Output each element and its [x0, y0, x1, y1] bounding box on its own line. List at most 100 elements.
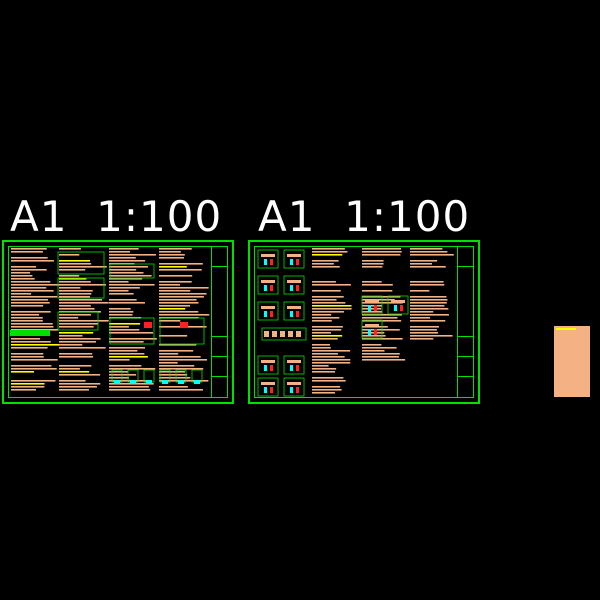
cad-mark: [159, 305, 191, 307]
cad-mark: [362, 353, 400, 355]
cad-mark: [109, 323, 141, 325]
cad-mark: [362, 263, 384, 265]
cad-mark: [261, 382, 275, 385]
cad-mark: [59, 305, 91, 307]
cad-mark: [109, 371, 129, 373]
cad-mark: [109, 359, 130, 361]
cad-mark: [410, 254, 454, 256]
side-notes-panel[interactable]: [554, 326, 590, 397]
cad-mark: [162, 380, 168, 384]
cad-mark: [159, 287, 209, 289]
cad-mark: [59, 278, 87, 280]
cad-mark: [59, 380, 86, 382]
cad-mark: [59, 287, 81, 289]
cad-mark: [362, 329, 400, 331]
cad-mark: [312, 344, 330, 346]
cad-mark: [11, 257, 48, 259]
cad-mark: [410, 326, 439, 328]
cad-mark: [290, 387, 293, 393]
cad-mark: [296, 331, 301, 337]
cad-mark: [410, 284, 445, 286]
cad-mark: [11, 251, 43, 253]
cad-mark: [109, 269, 137, 271]
cad-mark: [109, 257, 136, 259]
cad-frame: [57, 311, 99, 331]
drawing-sheet-2[interactable]: [248, 240, 480, 404]
cad-mark: [368, 329, 371, 335]
cad-mark: [194, 380, 200, 384]
cad-mark: [109, 389, 151, 391]
cad-mark: [374, 329, 377, 335]
cad-mark: [410, 332, 439, 334]
cad-mark: [261, 280, 275, 283]
cad-mark: [362, 260, 384, 262]
cad-mark: [11, 248, 47, 250]
sheet1-scale-label: A1 1:100: [10, 192, 223, 241]
cad-mark: [362, 299, 395, 301]
cad-mark: [59, 263, 92, 265]
cad-mark: [109, 377, 129, 379]
sheet-1-inner-frame: [8, 246, 228, 398]
cad-mark: [312, 320, 332, 322]
cad-mark: [159, 386, 188, 388]
cad-mark: [312, 362, 351, 364]
cad-mark: [11, 305, 44, 307]
cad-mark: [312, 326, 343, 328]
cad-mark: [11, 287, 47, 289]
cad-mark: [59, 326, 94, 328]
cad-mark: [312, 317, 340, 319]
cad-mark: [159, 293, 207, 295]
cad-mark: [362, 338, 403, 340]
cad-mark: [159, 299, 197, 301]
cad-mark: [312, 356, 345, 358]
cad-frame: [387, 295, 409, 315]
cad-mark: [11, 353, 44, 355]
cad-mark: [11, 314, 40, 316]
cad-mark: [11, 278, 35, 280]
cad-mark: [59, 344, 83, 346]
cad-mark: [11, 356, 44, 358]
cad-mark: [410, 314, 449, 316]
cad-mark: [312, 368, 337, 370]
cad-mark: [114, 380, 120, 384]
cad-mark: [159, 344, 197, 346]
cad-mark: [178, 380, 184, 384]
cad-mark: [362, 317, 398, 319]
cad-mark: [11, 368, 57, 370]
cad-mark: [159, 269, 202, 271]
cad-frame: [257, 301, 279, 321]
cad-frame: [283, 301, 305, 321]
cad-mark: [362, 347, 397, 349]
cad-mark: [312, 281, 336, 283]
cad-mark: [59, 335, 83, 337]
cad-mark: [362, 335, 386, 337]
cad-mark: [410, 338, 434, 340]
cad-mark: [312, 377, 344, 379]
cad-mark: [312, 263, 334, 265]
cad-mark: [362, 266, 383, 268]
cad-mark: [11, 347, 48, 349]
cad-mark: [362, 290, 393, 292]
cad-mark: [159, 290, 191, 292]
cad-mark: [312, 359, 351, 361]
cad-mark: [59, 266, 107, 268]
cad-mark: [109, 347, 146, 349]
cad-mark: [59, 308, 95, 310]
cad-mark: [312, 251, 348, 253]
cad-mark: [159, 311, 199, 313]
cad-mark: [109, 368, 156, 370]
cad-mark: [159, 371, 185, 373]
cad-frame: [361, 295, 383, 315]
cad-mark: [11, 338, 41, 340]
cad-mark: [374, 305, 377, 311]
cad-mark: [59, 254, 80, 256]
cad-mark: [109, 386, 149, 388]
cad-frame: [257, 377, 279, 397]
cad-mark: [11, 329, 59, 331]
cad-mark: [288, 331, 293, 337]
cad-mark: [362, 308, 382, 310]
cad-mark: [59, 296, 91, 298]
cad-mark: [59, 347, 106, 349]
drawing-sheet-1[interactable]: [2, 240, 234, 404]
cad-mark: [59, 383, 101, 385]
